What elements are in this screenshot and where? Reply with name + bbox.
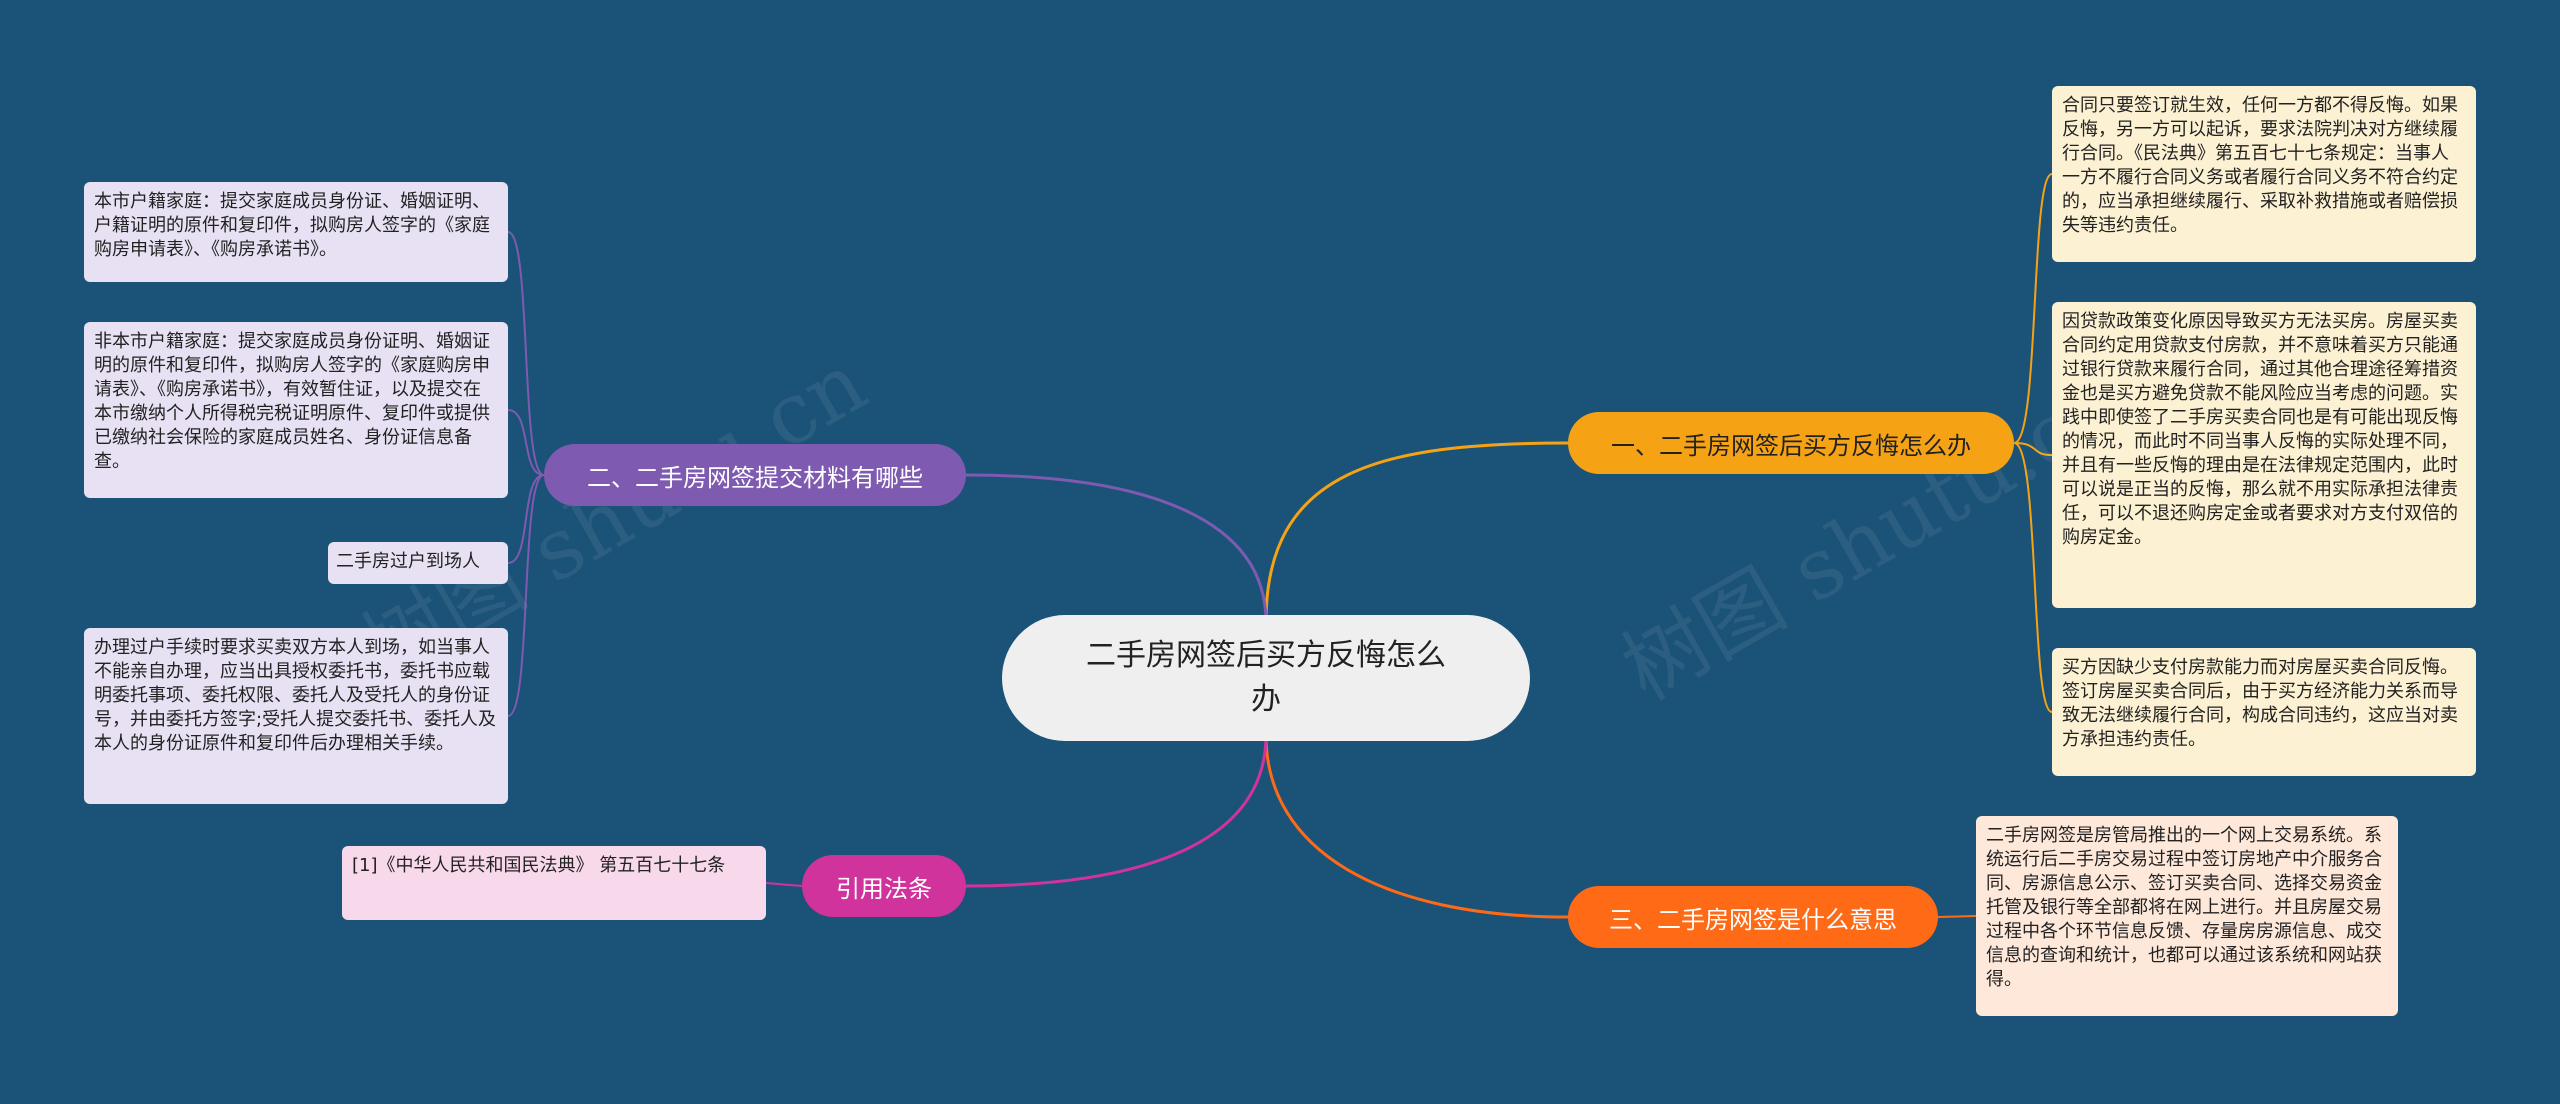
connector-leaf3 bbox=[2013, 442, 2053, 713]
connector-leaf7 bbox=[507, 474, 545, 717]
leaf-node-1-2[interactable]: 因贷款政策变化原因导致买方无法买房。房屋买卖合同约定用贷款支付房款，并不意味着买… bbox=[2052, 302, 2476, 608]
branch-node-3[interactable]: 三、二手房网签是什么意思 bbox=[1568, 886, 1938, 948]
connector-branch1 bbox=[1264, 441, 1569, 623]
leaf-node-4-1[interactable]: [1]《中华人民共和国民法典》 第五百七十七条 bbox=[342, 846, 766, 920]
connector-branch3 bbox=[1264, 734, 1569, 919]
leaf-node-2-1[interactable]: 本市户籍家庭：提交家庭成员身份证、婚姻证明、户籍证明的原件和复印件，拟购房人签字… bbox=[84, 182, 508, 282]
leaf-node-2-4[interactable]: 办理过户手续时要求买卖双方本人到场，如当事人不能亲自办理，应当出具授权委托书，委… bbox=[84, 628, 508, 804]
leaf-node-1-3[interactable]: 买方因缺少支付房款能力而对房屋买卖合同反悔。签订房屋买卖合同后，由于买方经济能力… bbox=[2052, 648, 2476, 776]
connector-leaf4 bbox=[507, 231, 545, 476]
leaf-node-1-1[interactable]: 合同只要签订就生效，任何一方都不得反悔。如果反悔，另一方可以起诉，要求法院判决对… bbox=[2052, 86, 2476, 262]
connector-leaf5 bbox=[507, 409, 545, 476]
leaf-node-3-1[interactable]: 二手房网签是房管局推出的一个网上交易系统。系统运行后二手房交易过程中签订房地产中… bbox=[1976, 816, 2398, 1016]
connector-leaf8 bbox=[765, 882, 803, 887]
connector-leaf1 bbox=[2013, 173, 2053, 444]
connector-leaf9 bbox=[1937, 915, 1977, 918]
branch-node-1[interactable]: 一、二手房网签后买方反悔怎么办 bbox=[1568, 412, 2014, 474]
connector-branch4 bbox=[965, 734, 1268, 888]
connector-branch2 bbox=[965, 473, 1268, 623]
connector-leaf2 bbox=[2013, 442, 2053, 456]
branch-node-4[interactable]: 引用法条 bbox=[802, 855, 966, 917]
leaf-node-2-2[interactable]: 非本市户籍家庭：提交家庭成员身份证明、婚姻证明的原件和复印件，拟购房人签字的《家… bbox=[84, 322, 508, 498]
connector-leaf6 bbox=[507, 474, 545, 564]
leaf-node-2-3[interactable]: 二手房过户到场人 bbox=[328, 542, 508, 584]
branch-node-2[interactable]: 二、二手房网签提交材料有哪些 bbox=[544, 444, 966, 506]
central-topic[interactable]: 二手房网签后买方反悔怎么办 bbox=[1002, 615, 1530, 741]
